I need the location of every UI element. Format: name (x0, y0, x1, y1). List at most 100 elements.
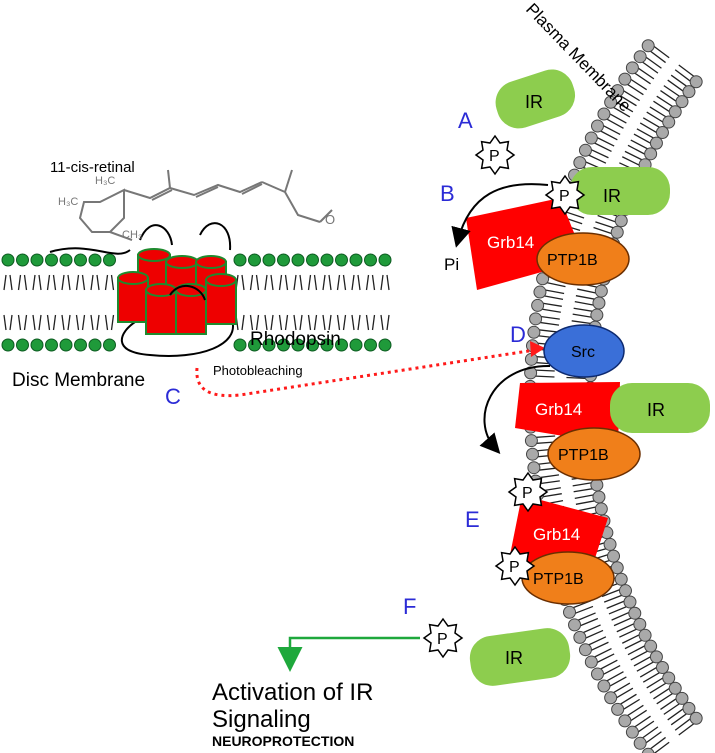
lipid-head (88, 338, 102, 352)
lipid-head (30, 338, 44, 352)
ir-receptor-d (610, 383, 710, 433)
lipid-head (573, 630, 587, 644)
lipid-tail (313, 314, 318, 331)
lipid-head (604, 691, 618, 705)
lipid-head (597, 107, 611, 121)
photobleaching-label: Photobleaching (213, 363, 303, 378)
lipid-head (578, 143, 592, 157)
helix (117, 271, 149, 323)
retinal-label: 11-cis-retinal (50, 159, 135, 176)
lipid-head (59, 253, 73, 267)
lipid-tail (307, 314, 312, 331)
lipid-head (262, 338, 276, 352)
ir-label-b: IR (603, 186, 621, 206)
lipid-head (533, 285, 547, 299)
phosphate-star (544, 174, 586, 216)
disc-membrane-label: Disc Membrane (12, 370, 145, 391)
step-e-letter: E (465, 507, 480, 532)
lipid-tail (386, 314, 390, 331)
lipid-tail (351, 274, 355, 291)
lipid-head (607, 549, 621, 563)
lipid-tail (241, 274, 245, 291)
lipid-tail (52, 274, 57, 291)
lipid-head (378, 338, 392, 352)
ir-label-a: IR (525, 92, 543, 112)
lipid-head (594, 502, 608, 516)
lipid-tail (299, 274, 303, 291)
lipid-head (662, 671, 676, 685)
lipid-head (614, 572, 628, 586)
lipid-tail (81, 274, 86, 291)
h3c-label-1: H₃C (58, 196, 78, 208)
neuroprotection-label: NEUROPROTECTION (212, 733, 354, 749)
lipid-head (649, 136, 663, 150)
lipid-head (320, 253, 334, 267)
lipid-head (675, 691, 689, 705)
lipid-tail (104, 314, 109, 331)
lipid-head (45, 253, 58, 267)
lipid-head (682, 85, 696, 99)
lipid-head (689, 75, 703, 89)
lipid-tail (336, 274, 341, 291)
lipid-head (625, 725, 639, 739)
lipid-tail (23, 314, 28, 331)
lipid-head (638, 628, 652, 642)
lipid-head (277, 253, 290, 267)
lipid-head (623, 595, 637, 609)
lipid-head (578, 643, 592, 657)
helix (175, 283, 207, 335)
lipid-head (335, 253, 348, 267)
lipid-head (590, 667, 604, 681)
lipid-tail (255, 314, 260, 331)
lipid-head (590, 119, 604, 133)
lipid-head (291, 338, 305, 352)
lipid-head (525, 447, 539, 461)
lipid-head (364, 253, 377, 267)
lipid-head (597, 679, 611, 693)
lipid-tail (278, 314, 283, 331)
lipid-tail (32, 274, 36, 291)
oxygen-label: O (325, 212, 335, 227)
lipid-head (644, 639, 658, 653)
helix (205, 273, 237, 325)
lipid-head (1, 253, 15, 267)
lipid-head (611, 84, 625, 98)
lipid-tail (32, 314, 36, 331)
lipid-head (668, 681, 682, 695)
pi-label: Pi (444, 255, 459, 274)
lipid-tail (270, 314, 274, 331)
ptp1b-label-b: PTP1B (547, 252, 598, 269)
lipid-head (610, 225, 624, 239)
lipid-head (524, 434, 538, 448)
photobleaching-arrowhead (530, 341, 545, 357)
phosphate-label: P (559, 188, 570, 205)
rhodopsin-bundle (49, 222, 237, 357)
lipid-head (633, 617, 647, 631)
lipid-head (16, 253, 29, 267)
lipid-tail (653, 741, 670, 753)
ir-receptor-a (495, 69, 576, 129)
lipid-head (45, 338, 58, 352)
lipid-tail (90, 314, 94, 331)
lipid-tail (75, 274, 80, 291)
lipid-head (611, 702, 625, 716)
step-c-letter: C (165, 384, 181, 409)
lipid-head (644, 147, 658, 161)
lipid-tail (9, 274, 13, 291)
lipid-head (1, 338, 15, 352)
lipid-tail (284, 314, 289, 331)
phosphate-star (494, 545, 536, 587)
phosphate-label: P (489, 148, 500, 165)
lipid-head (349, 338, 363, 352)
lipid-head (74, 338, 87, 352)
lipid-tail (96, 274, 100, 291)
ir-receptor-f (469, 628, 571, 686)
ir-label-d: IR (647, 400, 665, 420)
h3c-label-2: H₃C (95, 175, 115, 187)
ptp1b-d (547, 427, 641, 481)
lipid-head (592, 490, 606, 504)
lipid-head (592, 296, 606, 310)
lipid-head (88, 253, 102, 267)
lipid-head (103, 338, 116, 352)
